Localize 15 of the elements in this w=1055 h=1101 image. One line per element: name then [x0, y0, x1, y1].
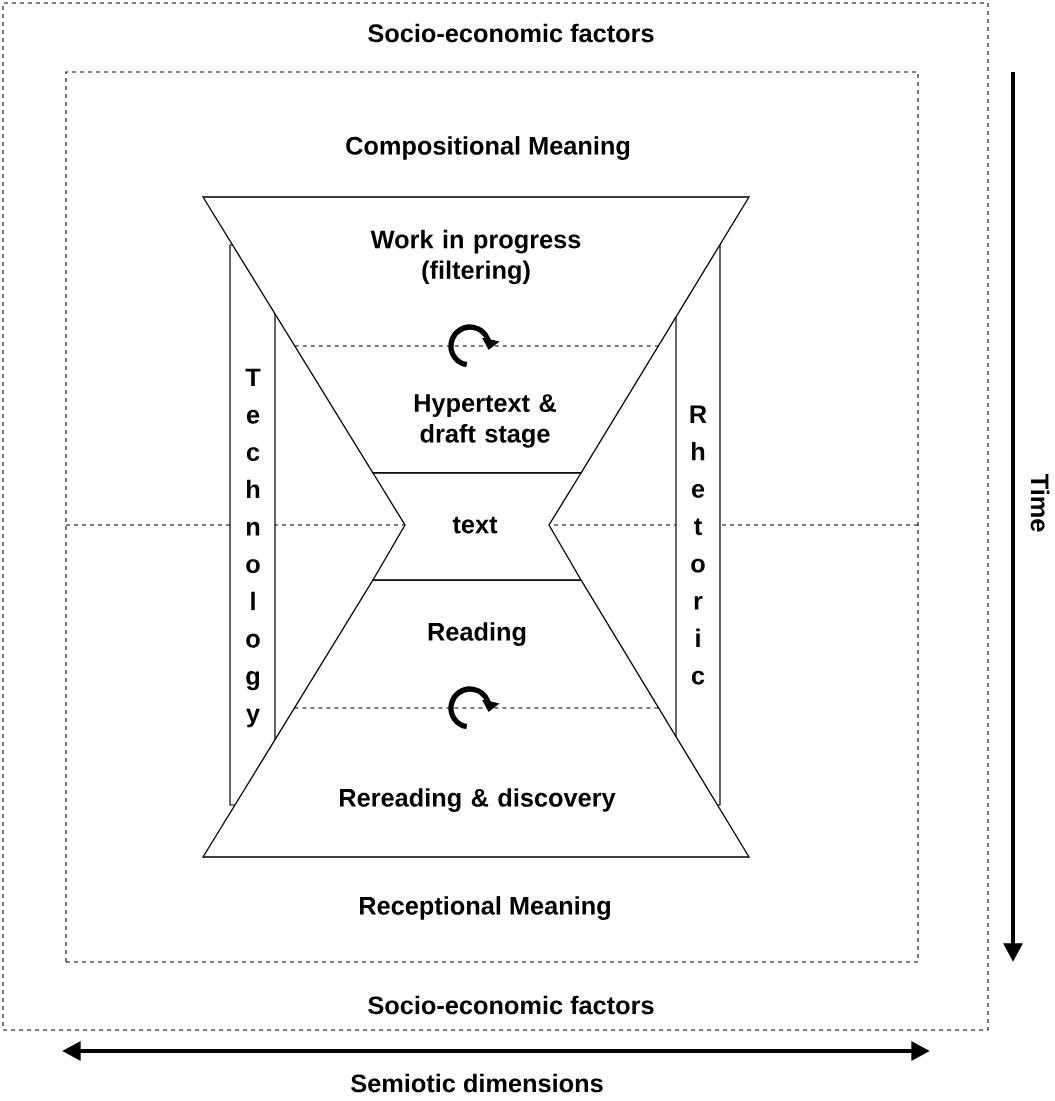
- box-heading: Socio-economic factors: [368, 995, 654, 1015]
- stage-label: Rereading & discovery: [340, 788, 616, 812]
- stage-label: Reading: [428, 622, 526, 646]
- inner-dashed-box: [65, 71, 919, 963]
- center-box: text: [371, 472, 583, 581]
- box-heading: Socio-economic factors: [368, 23, 654, 43]
- outer-dashed-box: [2, 2, 989, 1031]
- box-heading: Receptional Meaning: [360, 896, 610, 920]
- stage-label: Hypertext & draft stage: [414, 394, 556, 448]
- axis-label: Semiotic dimensions: [351, 1073, 603, 1093]
- vertical-label: Rhetoric: [690, 405, 707, 685]
- stage-label: Work in progress (filtering): [370, 229, 581, 285]
- box-heading: Compositional Meaning: [346, 136, 630, 160]
- vertical-label: Technology: [245, 368, 261, 728]
- axis-label: Time: [1030, 473, 1050, 532]
